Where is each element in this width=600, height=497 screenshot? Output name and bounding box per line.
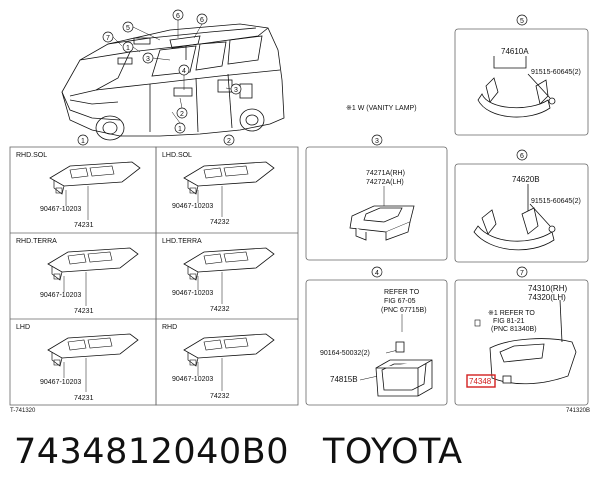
vehicle-callout-numbers: 5 6 6 7 1 3 4 3 2 1	[106, 13, 238, 133]
vc-6b: 6	[200, 17, 204, 24]
p4-b: 74815B	[330, 375, 358, 384]
p7-b: 74320(LH)	[528, 293, 566, 302]
footer-left: T-741320	[10, 408, 36, 414]
panel5-frame	[454, 28, 589, 136]
p2-hdr-1: LHD.SOL	[162, 152, 192, 159]
part-number: 7434812040B0	[14, 432, 289, 472]
p1-part-3	[47, 333, 139, 367]
p2-c3-a: 90467-10203	[172, 376, 213, 383]
p1-hdr-2: RHD.TERRA	[16, 238, 57, 245]
part-number-caption: 7434812040B0 TOYOTA	[14, 432, 463, 472]
panel6-frame	[454, 163, 589, 263]
p2-hdr-3: RHD	[162, 324, 177, 331]
p1-c3-b: 74231	[74, 395, 94, 402]
vc-4: 4	[182, 68, 186, 75]
panel2-callout: 2	[227, 138, 231, 145]
p1-c1-b: 74231	[74, 222, 94, 229]
p2-c1-b: 74232	[210, 219, 230, 226]
panel6-callout: 6	[520, 153, 524, 160]
p6-b: 91515-60645(2)	[531, 198, 581, 205]
vc-5: 5	[126, 25, 130, 32]
p3-b: 74272A(LH)	[366, 179, 404, 186]
p1-c1-a: 90467-10203	[40, 206, 81, 213]
p4-console-box	[375, 341, 433, 397]
p7-highlight: 74348	[469, 377, 492, 386]
p7-a: 74310(RH)	[528, 284, 567, 293]
vc-3: 3	[146, 56, 150, 63]
p4-fig: FIG 67-05	[384, 298, 416, 305]
p5-grab-handle	[477, 56, 556, 118]
p7-fig: FIG 81-21	[493, 318, 525, 325]
p1-c2-a: 90467-10203	[40, 292, 81, 299]
p2-c1-a: 90467-10203	[172, 203, 213, 210]
p3-a: 74271A(RH)	[366, 170, 405, 177]
panel4-frame	[305, 279, 448, 406]
vanity-note: ※1 W (VANITY LAMP)	[346, 105, 417, 112]
p2-part-2	[183, 247, 275, 281]
panel7-frame	[454, 279, 589, 406]
footer-right: 741320B	[566, 408, 590, 414]
vehicle-illustration	[61, 23, 285, 141]
p4-pnc: (PNC 67715B)	[381, 307, 427, 314]
p2-c2-a: 90467-10203	[172, 290, 213, 297]
p5-b: 91515-60645(2)	[531, 69, 581, 76]
p2-part-1	[183, 161, 275, 195]
p7-sun-visor	[489, 299, 577, 385]
vc-1a: 1	[126, 45, 130, 52]
p2-c2-b: 74232	[210, 306, 230, 313]
highlight-box	[466, 374, 496, 388]
vc-1: 1	[178, 126, 182, 133]
vc-3b: 3	[234, 87, 238, 94]
p2-hdr-2: LHD.TERRA	[162, 238, 202, 245]
p1-c3-a: 90467-10203	[40, 379, 81, 386]
panel1-frame	[9, 146, 157, 406]
p6-a: 74620B	[512, 175, 540, 184]
p1-hdr-3: LHD	[16, 324, 30, 331]
p1-part-2	[47, 247, 139, 281]
p3-switch-bezel	[349, 205, 415, 241]
p1-c2-b: 74231	[74, 308, 94, 315]
panel7-callout: 7	[520, 270, 524, 277]
p4-refer: REFER TO	[384, 289, 420, 296]
panel2-frame	[155, 146, 299, 406]
panel1-callout: 1	[81, 138, 85, 145]
p7-refer: ※1 REFER TO	[488, 310, 535, 317]
vc-2: 2	[180, 111, 184, 118]
p5-a: 74610A	[501, 47, 529, 56]
panel3-frame	[305, 146, 448, 261]
p2-c3-b: 74232	[210, 393, 230, 400]
panel4-callout: 4	[375, 270, 379, 277]
p1-hdr-1: RHD.SOL	[16, 152, 47, 159]
p2-part-3	[183, 333, 275, 367]
p4-a: 90164-50032(2)	[320, 350, 370, 357]
vc-6: 6	[176, 13, 180, 20]
p6-grab-handle	[473, 184, 556, 251]
vehicle-callouts	[102, 9, 242, 134]
p1-part-1	[49, 161, 141, 195]
parts-diagram: 5 6 6 7 1 3 4 3 2 1 ※1 W (VANITY LAMP) 1…	[9, 9, 590, 414]
panel5-callout: 5	[520, 18, 524, 25]
p7-pnc: (PNC 81340B)	[491, 326, 537, 333]
vc-7: 7	[106, 35, 110, 42]
brand-name: TOYOTA	[322, 432, 463, 472]
panel3-callout: 3	[375, 138, 379, 145]
